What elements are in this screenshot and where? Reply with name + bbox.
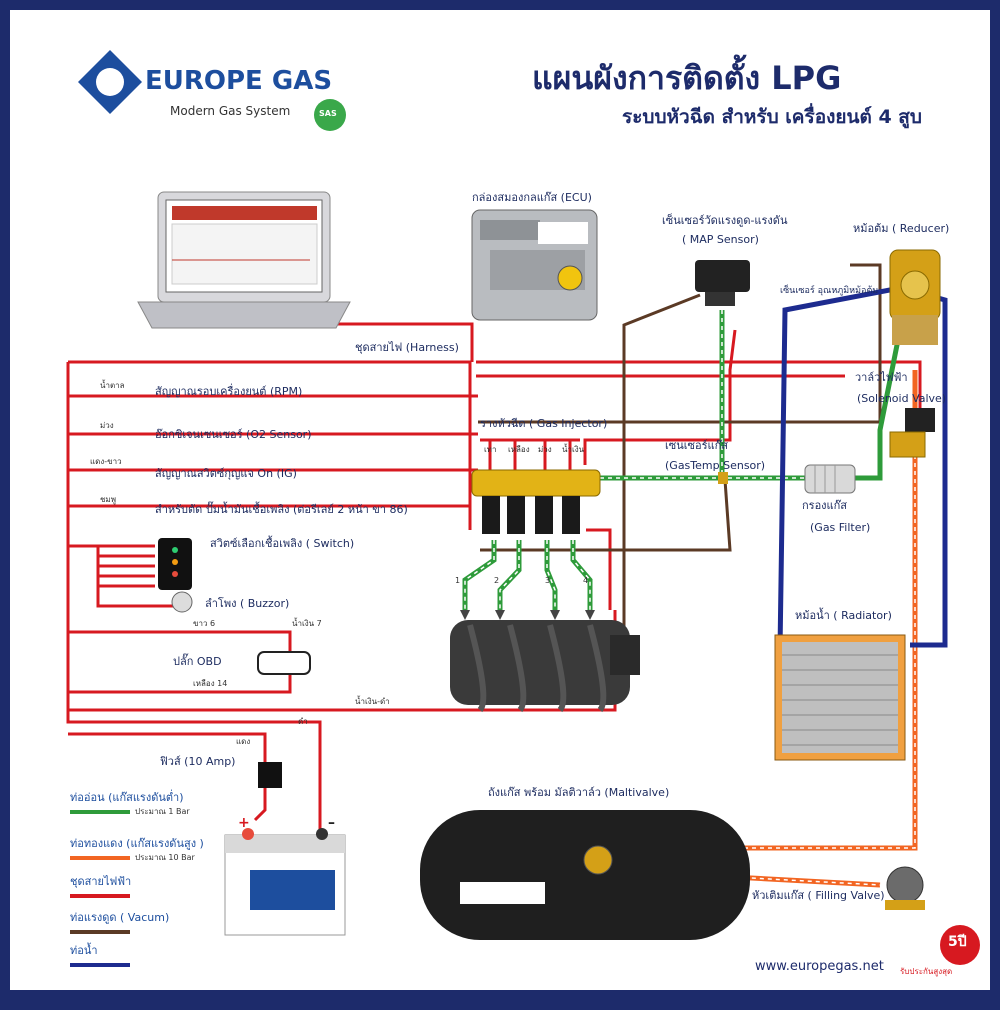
cylinder-4-label: 4	[583, 576, 589, 585]
inj-wire-purple: ม่วง	[538, 445, 552, 454]
signal-label-pump: สำหรับตัด ปั๊มน้ำมันเชื้อเพลิง (ต่อรีเลย…	[155, 503, 408, 516]
fuel-switch	[158, 538, 192, 590]
solenoid-valve	[889, 408, 935, 458]
obd-wire-white: ขาว 6	[193, 619, 216, 628]
inj-wire-blue: น้ำเงิน	[562, 445, 585, 454]
signal-wire-pump: ชมพู	[100, 495, 116, 504]
high-pressure-lines	[600, 370, 918, 888]
legend-vacuum-label: ท่อแรงดูด ( Vacum)	[70, 911, 170, 924]
brand-tagline: Modern Gas System	[170, 104, 291, 118]
fuse-label: ฟิวส์ (10 Amp)	[160, 755, 236, 768]
radiator-label: หม้อน้ำ ( Radiator)	[795, 609, 892, 622]
harness-label: ชุดสายไฟ (Harness)	[355, 341, 459, 354]
radiator	[774, 634, 906, 761]
injector-rail	[471, 469, 601, 534]
harness-wires	[66, 322, 922, 844]
cylinder-1-label: 1	[455, 576, 461, 585]
sas-badge	[314, 99, 346, 131]
diagram-frame: { "brand": {"name": "EUROPE GAS", "tagli…	[10, 10, 990, 990]
page-subtitle: ระบบหัวฉีด สำหรับ เครื่องยนต์ 4 สูบ	[622, 106, 922, 128]
battery-minus: –	[328, 815, 335, 831]
wiring-diagram	[66, 50, 980, 967]
filling-valve	[885, 866, 925, 910]
map-sensor-label-en: ( MAP Sensor)	[682, 233, 759, 246]
signal-label-o2: อ๊อกซิเจนเซนเซอร์ (O2 Sensor)	[155, 428, 312, 441]
ecu-unit	[471, 209, 598, 321]
legend-high-label: ท่อทองแดง (แก๊สแรงดันสูง )	[70, 837, 204, 850]
signal-wire-rpm: น้ำตาล	[100, 381, 125, 390]
brand-name: EUROPE GAS	[145, 66, 333, 96]
wire-black: ดำ	[298, 717, 308, 726]
obd-wire-yellow: เหลือง 14	[193, 679, 228, 688]
logo-icon	[78, 50, 142, 114]
filter-label-en: (Gas Filter)	[810, 521, 871, 534]
gas-temp-sensor-body	[718, 472, 728, 484]
wire-blue-black: น้ำเงิน-ดำ	[355, 697, 390, 706]
laptop-diagnostic	[137, 191, 351, 329]
ecu-label: กล่องสมองกลแก๊ส (ECU)	[472, 191, 592, 204]
legend-high-note: ประมาณ 10 Bar	[135, 853, 195, 862]
reducer-unit	[889, 249, 941, 345]
map-sensor	[695, 260, 750, 306]
injector-label: รางหัวฉีด ( Gas Injector)	[480, 417, 608, 430]
warranty-badge	[940, 925, 980, 965]
legend-harness-label: ชุดสายไฟฟ้า	[70, 875, 132, 888]
obd-plug	[257, 651, 311, 675]
signal-wire-ig: แดง-ขาว	[90, 457, 122, 466]
reducer-temp-label: เซ็นเซอร์ อุณหภูมิหม้อต้ม	[780, 286, 879, 296]
obd-wire-blue: น้ำเงิน 7	[292, 619, 322, 628]
signal-wire-o2: ม่วง	[100, 421, 114, 430]
map-sensor-label-th: เซ็นเซอร์วัดแรงดูด-แรงดัน	[662, 214, 788, 227]
website: www.europegas.net	[755, 959, 884, 974]
gas-temp-label-en: (GasTemp Sensor)	[665, 459, 766, 472]
tank-label: ถังแก๊ส พร้อม มัลติวาล์ว (Maltivalve)	[488, 786, 670, 799]
buzzer-label: ลำโพง ( Buzzor)	[205, 597, 290, 610]
legend-low-note: ประมาณ 1 Bar	[135, 807, 190, 816]
legend-low-label: ท่ออ่อน (แก๊สแรงดันต่ำ)	[70, 791, 184, 804]
gas-temp-label-th: เซนเซอร์แก๊ส	[665, 439, 728, 452]
sas-badge-text: SAS	[319, 109, 337, 118]
cylinder-3-label: 3	[545, 576, 551, 585]
reducer-label: หม้อต้ม ( Reducer)	[853, 222, 950, 235]
solenoid-label-th: วาล์วไฟฟ้า	[855, 371, 908, 384]
warranty-text: รับประกันสูงสุด	[900, 967, 953, 976]
solenoid-label-en: (Solenoid Valve)	[857, 392, 947, 405]
fuse-holder	[258, 762, 282, 788]
gas-filter	[804, 464, 856, 494]
legend-swatches	[70, 810, 130, 967]
warranty-years: 5ปี	[948, 934, 967, 950]
gas-tank	[420, 810, 750, 940]
filling-valve-label: หัวเติมแก๊ส ( Filling Valve)	[752, 889, 885, 902]
battery	[224, 828, 346, 936]
obd-label: ปลั๊ก OBD	[173, 655, 222, 668]
wire-red: แดง	[236, 737, 251, 746]
page-title: แผนผังการติดตั้ง LPG	[532, 59, 842, 97]
switch-label: สวิตซ์เลือกเชื้อเพลิง ( Switch)	[210, 537, 355, 550]
legend-coolant-label: ท่อน้ำ	[70, 944, 98, 957]
battery-plus: +	[238, 815, 250, 831]
buzzer	[171, 591, 193, 613]
signal-label-ig: สัญญาณสวิตซ์กุญแจ On (IG)	[155, 467, 297, 480]
intake-manifold	[450, 620, 640, 713]
cylinder-2-label: 2	[494, 576, 500, 585]
vacuum-hoses	[478, 263, 882, 660]
signal-label-rpm: สัญญาณรอบเครื่องยนต์ (RPM)	[155, 385, 303, 398]
inj-wire-gray: เทา	[484, 445, 497, 454]
filter-label-th: กรองแก๊ส	[802, 499, 848, 512]
inj-wire-yellow: เหลือง	[508, 445, 530, 454]
